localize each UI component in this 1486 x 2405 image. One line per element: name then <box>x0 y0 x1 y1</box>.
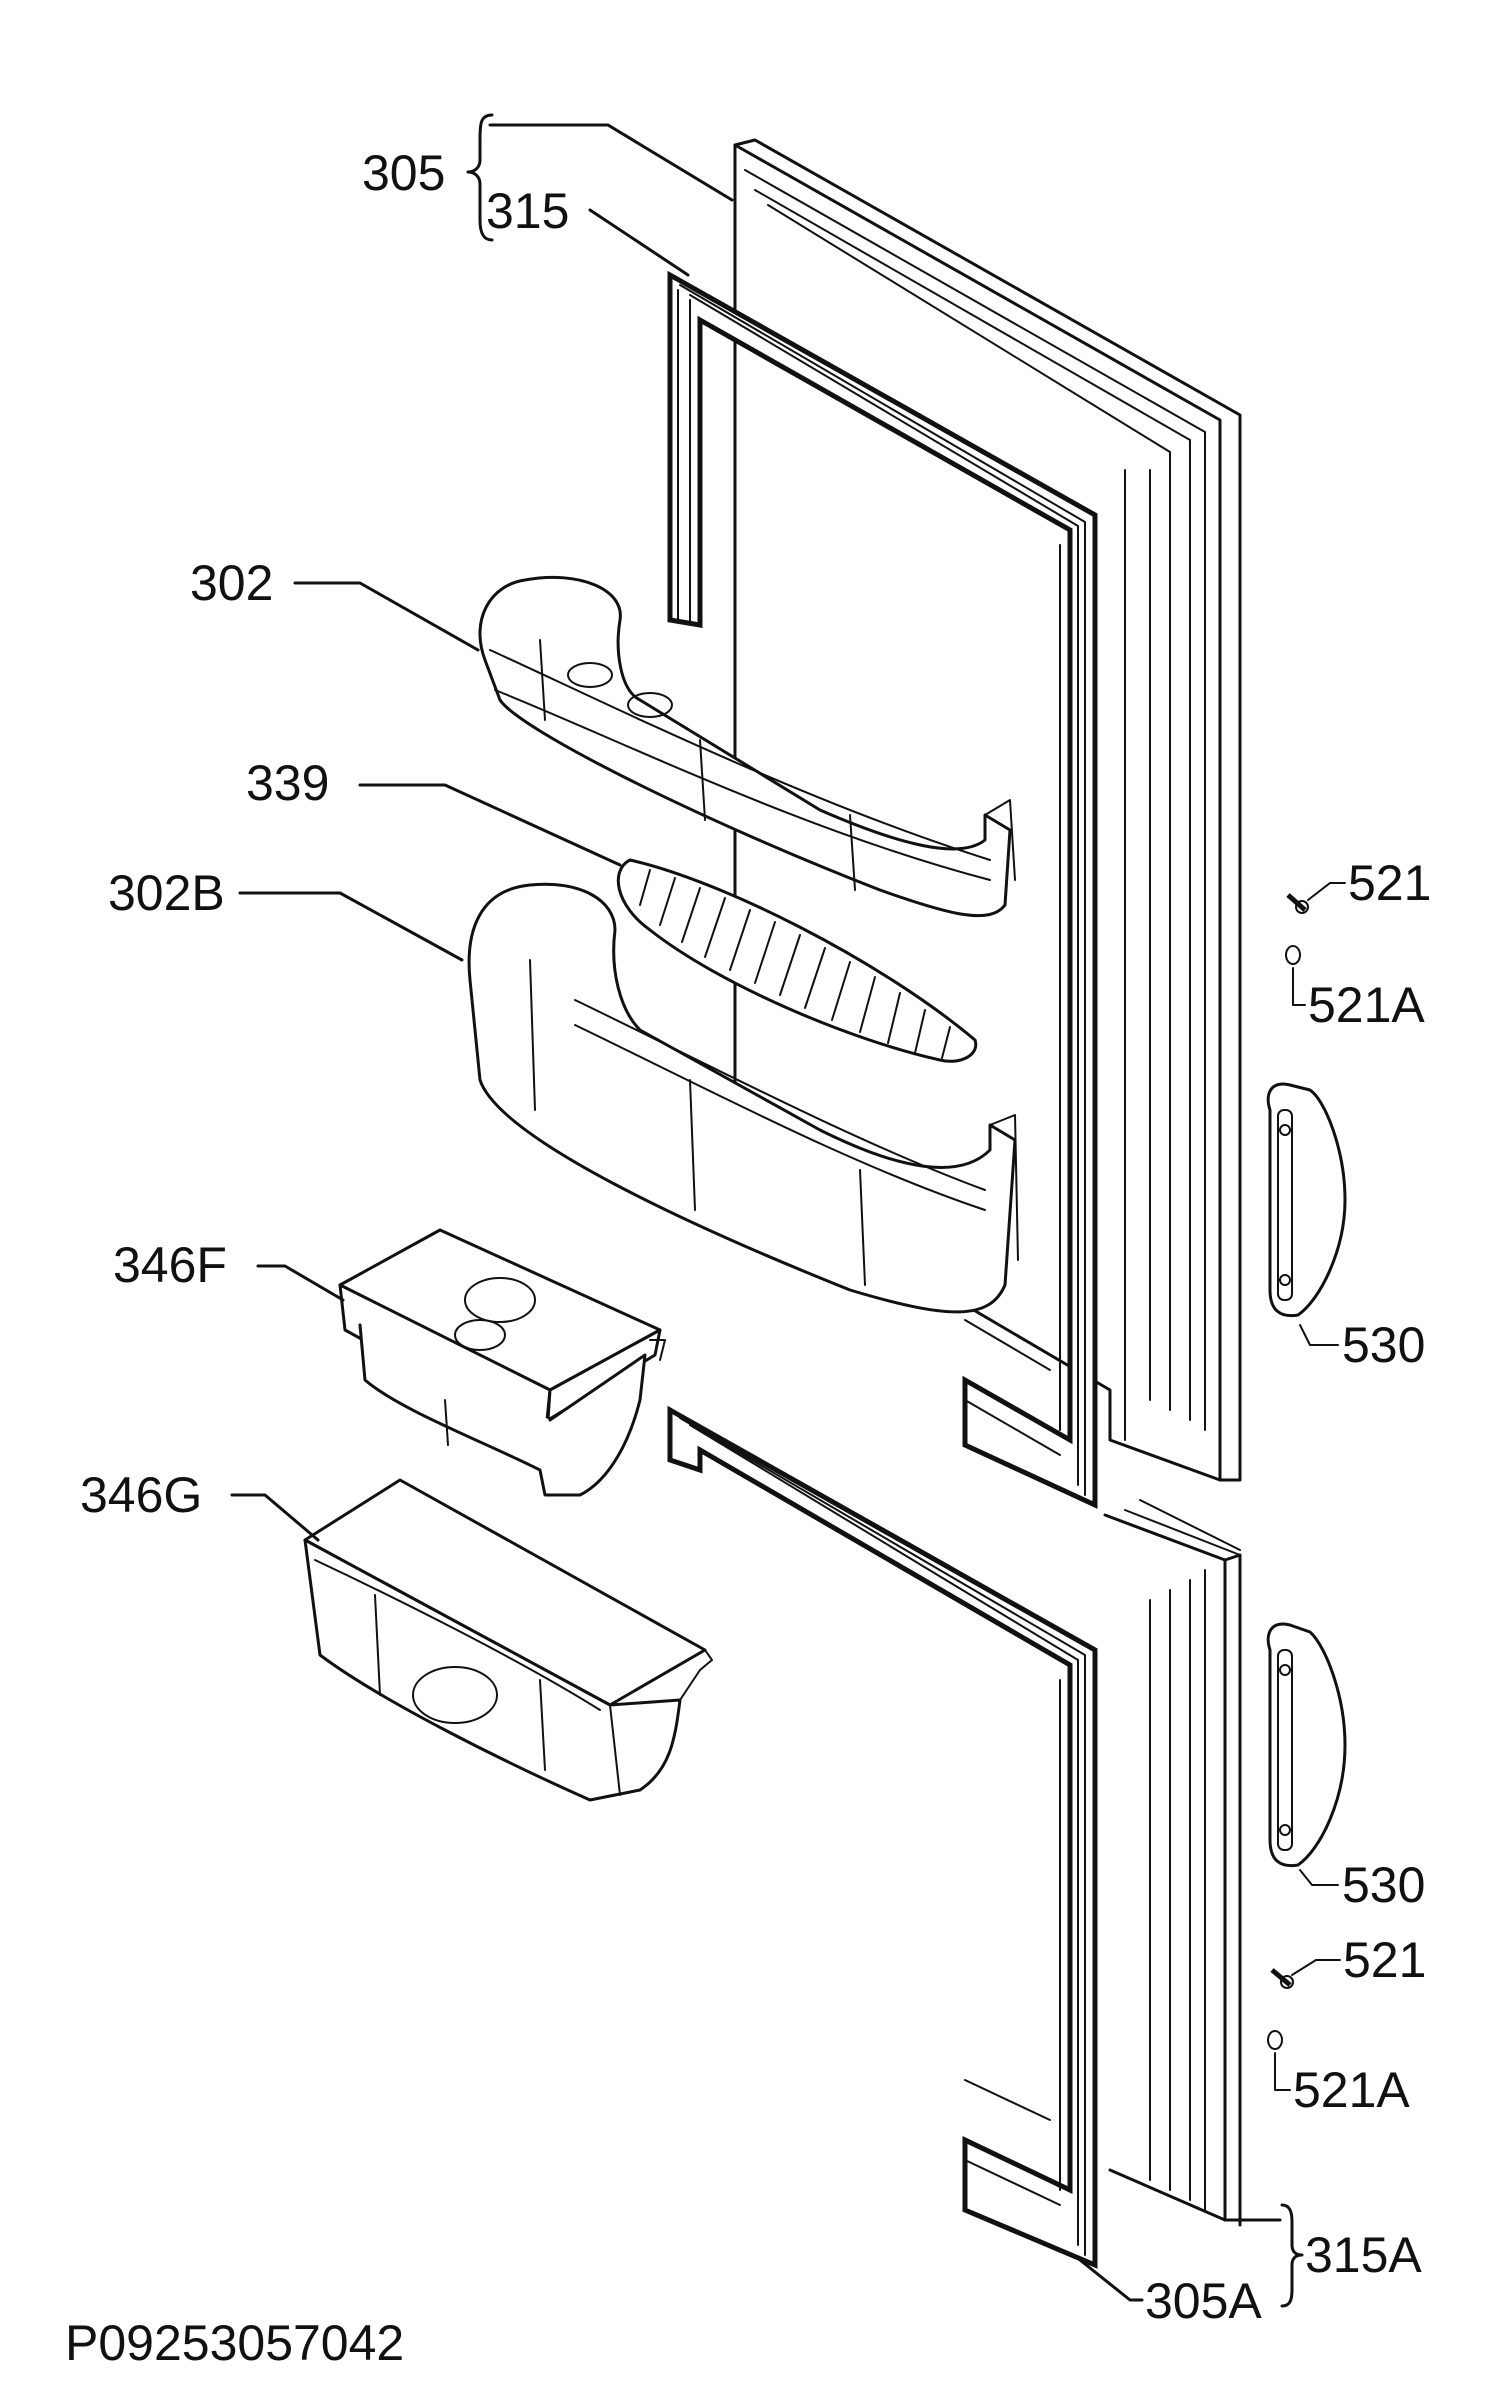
label-346F: 346F <box>113 1237 227 1293</box>
lower-door-gasket <box>667 1405 1098 2269</box>
screw-521-upper <box>1286 893 1309 914</box>
label-530-upper: 530 <box>1342 1317 1425 1373</box>
washer-521A-upper <box>1285 945 1301 965</box>
label-302: 302 <box>190 555 273 611</box>
label-315A: 315A <box>1305 2227 1422 2283</box>
label-305: 305 <box>362 145 445 201</box>
label-302B: 302B <box>108 865 225 921</box>
dairy-compartment-346F <box>338 1228 666 1497</box>
label-521-lower: 521 <box>1343 1932 1426 1988</box>
upper-door-gasket <box>667 270 1098 1509</box>
screw-521-lower <box>1270 1968 1294 1989</box>
leader-lines <box>230 113 1346 2308</box>
door-bin-346G <box>303 1478 713 1802</box>
label-315: 315 <box>486 183 569 239</box>
door-handle-lower <box>1266 1622 1347 1868</box>
door-shelf-302 <box>478 575 1016 918</box>
lower-door-panel <box>1103 1499 1282 2227</box>
label-305A: 305A <box>1145 2273 1262 2329</box>
label-521-upper: 521 <box>1348 855 1431 911</box>
shelf-insert-339 <box>616 858 978 1063</box>
label-346G: 346G <box>80 1467 202 1523</box>
door-shelf-302B <box>467 882 1019 1314</box>
label-521A-upper: 521A <box>1308 977 1425 1033</box>
label-339: 339 <box>246 755 329 811</box>
washer-521A-lower <box>1267 2030 1283 2050</box>
label-530-lower: 530 <box>1342 1857 1425 1913</box>
drawing-code: P09253057042 <box>65 2315 404 2371</box>
label-521A-lower: 521A <box>1293 2062 1410 2118</box>
part-labels: 305 315 302 339 302B 346F 346G 521 521A … <box>65 145 1431 2371</box>
door-handle-upper <box>1266 1082 1347 1318</box>
